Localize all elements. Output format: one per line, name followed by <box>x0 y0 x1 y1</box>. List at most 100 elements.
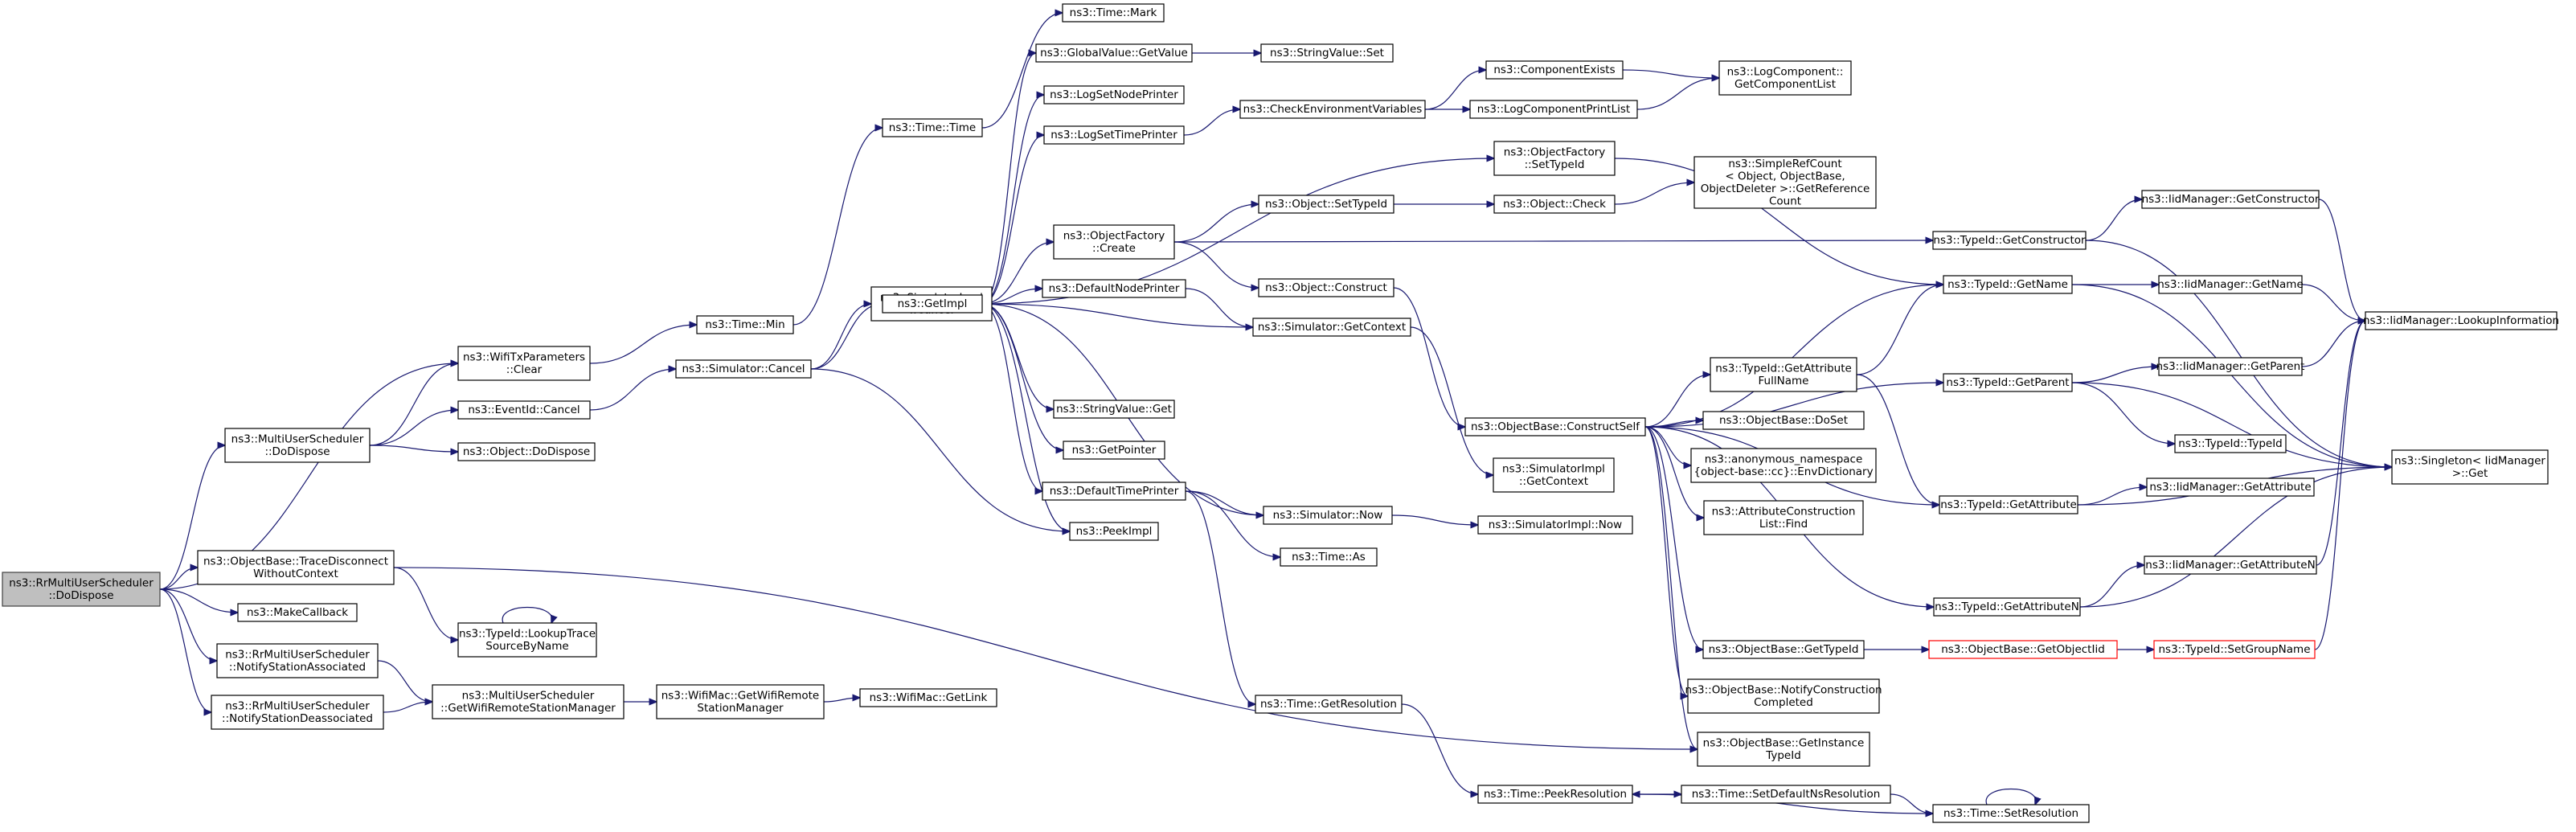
node-simple-ref-count[interactable]: ns3::SimpleRefCount< Object, ObjectBase,… <box>1693 156 1877 209</box>
node-box[interactable] <box>457 346 591 381</box>
node-def-node-printer[interactable]: ns3::DefaultNodePrinter <box>1042 279 1186 298</box>
node-box[interactable] <box>1053 400 1175 419</box>
node-event-cancel[interactable]: ns3::EventId::Cancel <box>457 400 591 420</box>
node-box[interactable] <box>2146 477 2315 497</box>
node-box[interactable] <box>2141 190 2320 209</box>
node-box[interactable] <box>197 550 395 585</box>
node-get-wifi-rsm[interactable]: ns3::MultiUserScheduler::GetWifiRemoteSt… <box>432 684 625 719</box>
node-box[interactable] <box>1928 640 2118 659</box>
node-box[interactable] <box>1280 547 1378 567</box>
node-wifi-mac-get-rsm[interactable]: ns3::WifiMac::GetWifiRemoteStationManage… <box>656 684 825 719</box>
node-box[interactable] <box>1493 195 1616 214</box>
node-iid-lookup-info[interactable]: ns3::IidManager::LookupInformation <box>2363 311 2559 330</box>
node-box[interactable] <box>2158 357 2303 376</box>
node-box[interactable] <box>211 695 384 730</box>
node-box[interactable] <box>1943 275 2073 294</box>
node-get-impl[interactable]: ns3::GetImpl <box>882 294 983 314</box>
node-log-set-time[interactable]: ns3::LogSetTimePrinter <box>1043 125 1185 145</box>
node-object-do-dispose[interactable]: ns3::Object::DoDispose <box>457 442 596 461</box>
node-box[interactable] <box>1260 43 1394 63</box>
node-box[interactable] <box>224 428 371 463</box>
node-time-get-res[interactable]: ns3::Time::GetResolution <box>1255 695 1403 714</box>
node-get-pointer[interactable]: ns3::GetPointer <box>1063 441 1165 460</box>
node-box[interactable] <box>1252 318 1411 337</box>
node-box[interactable] <box>1493 141 1616 176</box>
node-sim-cancel[interactable]: ns3::Simulator::Cancel <box>675 359 812 379</box>
node-str-value-set[interactable]: ns3::StringValue::Set <box>1260 43 1394 63</box>
node-box[interactable] <box>1255 695 1403 714</box>
node-tid-get-attribute[interactable]: ns3::TypeId::GetAttribute <box>1939 495 2078 514</box>
node-box[interactable] <box>1687 678 1880 714</box>
node-iid-get-constructor[interactable]: ns3::IidManager::GetConstructor <box>2141 190 2320 209</box>
node-singleton-get[interactable]: ns3::Singleton< IidManager>::Get <box>2391 449 2549 485</box>
node-box[interactable] <box>1943 373 2073 392</box>
node-box[interactable] <box>1693 156 1877 209</box>
node-sim-impl-now[interactable]: ns3::SimulatorImpl::Now <box>1477 515 1633 535</box>
node-ob-do-set[interactable]: ns3::ObjectBase::DoSet <box>1702 411 1865 430</box>
node-time-time[interactable]: ns3::Time::Time <box>882 118 983 137</box>
node-box[interactable] <box>1710 357 1857 392</box>
node-box[interactable] <box>1477 785 1633 804</box>
node-time-min[interactable]: ns3::Time::Min <box>696 315 794 334</box>
node-check-env[interactable]: ns3::CheckEnvironmentVariables <box>1239 100 1426 119</box>
node-time-set-def-res[interactable]: ns3::Time::SetDefaultNsResolution <box>1681 785 1891 804</box>
node-box[interactable] <box>696 315 794 334</box>
node-comp-exists[interactable]: ns3::ComponentExists <box>1485 60 1624 80</box>
node-tid-set-group-name[interactable]: ns3::TypeId::SetGroupName <box>2153 640 2316 659</box>
node-box[interactable] <box>2153 640 2316 659</box>
node-obj-check[interactable]: ns3::Object::Check <box>1493 195 1616 214</box>
node-ob-get-object-tid[interactable]: ns3::ObjectBase::GetObjectIid <box>1928 640 2118 659</box>
node-box[interactable] <box>1263 506 1393 525</box>
node-trace-disconnect[interactable]: ns3::ObjectBase::TraceDisconnectWithoutC… <box>197 550 395 585</box>
node-obj-construct[interactable]: ns3::Object::Construct <box>1258 278 1394 297</box>
node-iid-get-attribute-n[interactable]: ns3::IidManager::GetAttributeN <box>2144 555 2317 575</box>
node-box[interactable] <box>1939 495 2078 514</box>
node-wifi-tx-clear[interactable]: ns3::WifiTxParameters::Clear <box>457 346 591 381</box>
node-box[interactable] <box>2 572 161 607</box>
node-tid-get-parent[interactable]: ns3::TypeId::GetParent <box>1943 373 2073 392</box>
node-box[interactable] <box>2391 449 2549 485</box>
node-box[interactable] <box>2158 275 2303 294</box>
node-box[interactable] <box>1697 732 1870 767</box>
node-ob-notify-constr[interactable]: ns3::ObjectBase::NotifyConstructionCompl… <box>1685 678 1882 714</box>
node-sim-get-context[interactable]: ns3::Simulator::GetContext <box>1252 318 1411 337</box>
node-box[interactable] <box>882 118 983 137</box>
node-iid-get-name[interactable]: ns3::IidManager::GetName <box>2157 275 2304 294</box>
node-ob-construct-self[interactable]: ns3::ObjectBase::ConstructSelf <box>1464 417 1646 436</box>
node-box[interactable] <box>2144 555 2317 575</box>
node-box[interactable] <box>2174 434 2287 453</box>
node-box[interactable] <box>1035 43 1193 63</box>
node-box[interactable] <box>1681 785 1891 804</box>
node-time-as[interactable]: ns3::Time::As <box>1280 547 1378 567</box>
node-box[interactable] <box>1469 100 1638 119</box>
node-ob-get-type-id[interactable]: ns3::ObjectBase::GetTypeId <box>1702 640 1865 659</box>
node-gv-get-value[interactable]: ns3::GlobalValue::GetValue <box>1035 43 1193 63</box>
node-box[interactable] <box>1258 195 1394 214</box>
node-notify-assoc[interactable]: ns3::RrMultiUserScheduler::NotifyStation… <box>216 643 379 678</box>
node-box[interactable] <box>1933 597 2081 617</box>
node-box[interactable] <box>1258 278 1394 297</box>
node-mu-do-dispose[interactable]: ns3::MultiUserScheduler::DoDispose <box>224 428 371 463</box>
node-wifi-mac-get-link[interactable]: ns3::WifiMac::GetLink <box>859 688 997 707</box>
node-log-comp-get-list[interactable]: ns3::LogComponent::GetComponentList <box>1718 60 1852 96</box>
node-of-set-type-id[interactable]: ns3::ObjectFactory::SetTypeId <box>1493 141 1616 176</box>
node-box[interactable] <box>1702 640 1865 659</box>
node-box[interactable] <box>2365 311 2558 330</box>
node-box[interactable] <box>1239 100 1426 119</box>
node-make-callback[interactable]: ns3::MakeCallback <box>237 603 358 622</box>
node-time-mark[interactable]: ns3::Time::Mark <box>1062 3 1165 23</box>
node-box[interactable] <box>1053 224 1175 260</box>
node-box[interactable] <box>1493 457 1615 493</box>
node-time-set-res[interactable]: ns3::Time::SetResolution <box>1932 804 2090 823</box>
node-box[interactable] <box>1042 482 1186 501</box>
node-box[interactable] <box>1043 125 1185 145</box>
node-peek-impl[interactable]: ns3::PeekImpl <box>1069 522 1159 541</box>
node-box[interactable] <box>1062 3 1165 23</box>
node-box[interactable] <box>457 442 596 461</box>
node-box[interactable] <box>882 294 983 314</box>
node-notify-deassoc[interactable]: ns3::RrMultiUserScheduler::NotifyStation… <box>211 695 384 730</box>
node-box[interactable] <box>457 400 591 420</box>
